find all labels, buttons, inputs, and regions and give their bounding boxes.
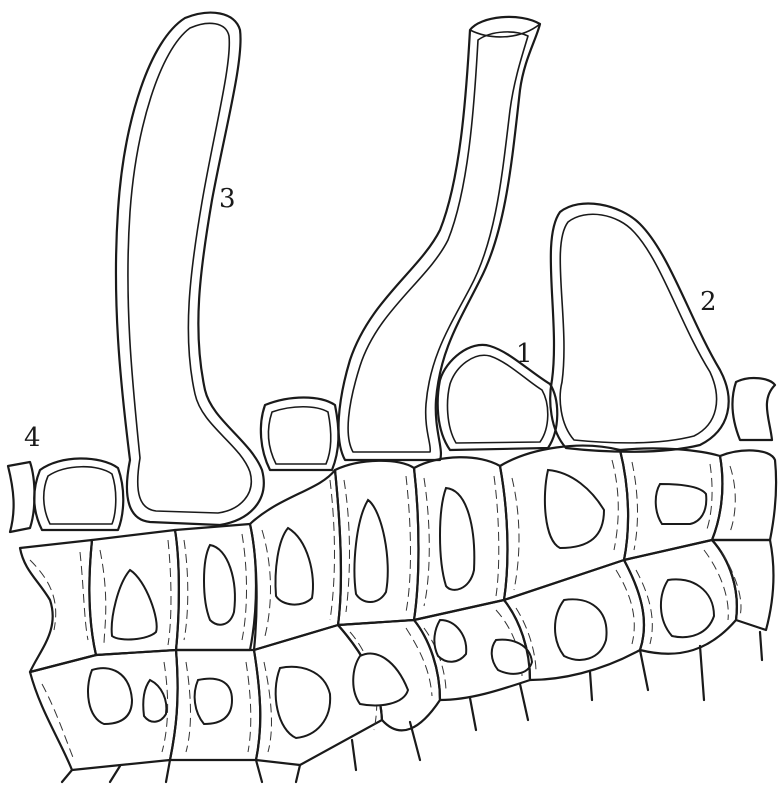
papilla-1 — [438, 345, 558, 450]
papilla-2 — [550, 203, 728, 451]
tissue-region-4 — [20, 540, 96, 672]
tube-hair — [339, 17, 540, 460]
label-3: 3 — [219, 184, 236, 214]
root-hair-3 — [116, 13, 264, 525]
label-2: 2 — [700, 287, 717, 317]
label-1: 1 — [516, 339, 533, 369]
cortex-row-2 — [30, 540, 773, 770]
label-4: 4 — [24, 423, 41, 453]
